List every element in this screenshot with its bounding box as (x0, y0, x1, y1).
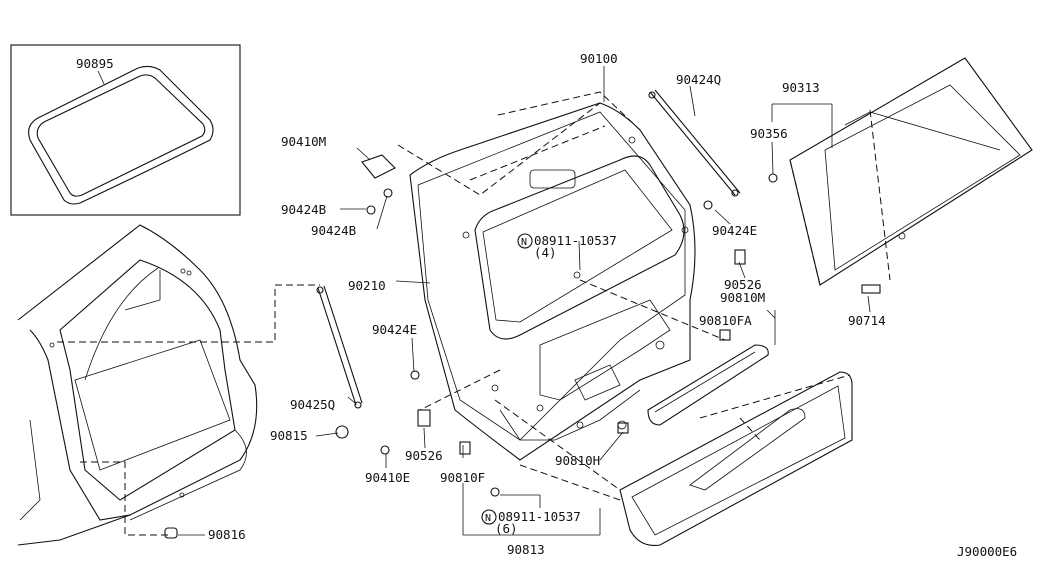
label-90815: 90815 (270, 428, 308, 443)
hinge-90410M (361, 154, 396, 215)
label-90313: 90313 (782, 80, 820, 95)
label-90410M: 90410M (281, 134, 326, 149)
label-08911-6-qty: (6) (495, 521, 518, 536)
label-08911-6: 08911-10537 (498, 509, 581, 524)
label-90100: 90100 (580, 51, 618, 66)
nut-symbol-6: N (481, 509, 497, 525)
label-90424Q: 90424Q (676, 72, 721, 87)
finisher-90810M (647, 344, 769, 426)
pin-90356 (768, 173, 778, 183)
label-90810M: 90810M (720, 290, 765, 305)
label-90810H: 90810H (555, 453, 600, 468)
label-08911-4-qty: (4) (534, 245, 557, 260)
clip-90714 (861, 284, 881, 294)
label-08911-4: 08911-10537 (534, 233, 617, 248)
label-90526-2: 90526 (405, 448, 443, 463)
svg-text:N: N (485, 513, 491, 524)
weatherstrip-90895 (28, 65, 214, 205)
label-90424E-2: 90424E (372, 322, 417, 337)
label-90410E: 90410E (365, 470, 410, 485)
label-90816: 90816 (208, 527, 246, 542)
label-90714: 90714 (848, 313, 886, 328)
label-90424E-1: 90424E (712, 223, 757, 238)
label-90813: 90813 (507, 542, 545, 557)
vehicle-body (17, 224, 258, 546)
label-90895: 90895 (76, 56, 114, 71)
label-90424B-2: 90424B (311, 223, 356, 238)
label-90210: 90210 (348, 278, 386, 293)
label-90356: 90356 (750, 126, 788, 141)
gas-stay-90425Q (316, 285, 363, 409)
gas-stay-90424Q (648, 89, 741, 197)
assembly-guides (57, 91, 891, 536)
finisher-90813 (619, 371, 853, 546)
svg-text:N: N (521, 237, 527, 248)
label-90810FA: 90810FA (699, 313, 752, 328)
label-90424B-1: 90424B (281, 202, 326, 217)
nut-symbol-4: N (517, 233, 533, 249)
back-door-panel (409, 102, 696, 461)
inset-weatherstrip-box: 90895 (10, 44, 241, 216)
diagram-code: J90000E6 (957, 544, 1017, 559)
leader-lines (178, 66, 871, 536)
label-90810F: 90810F (440, 470, 485, 485)
label-90425Q: 90425Q (290, 397, 335, 412)
label-90526-1: 90526 (724, 277, 762, 292)
plug-90816 (164, 527, 178, 539)
